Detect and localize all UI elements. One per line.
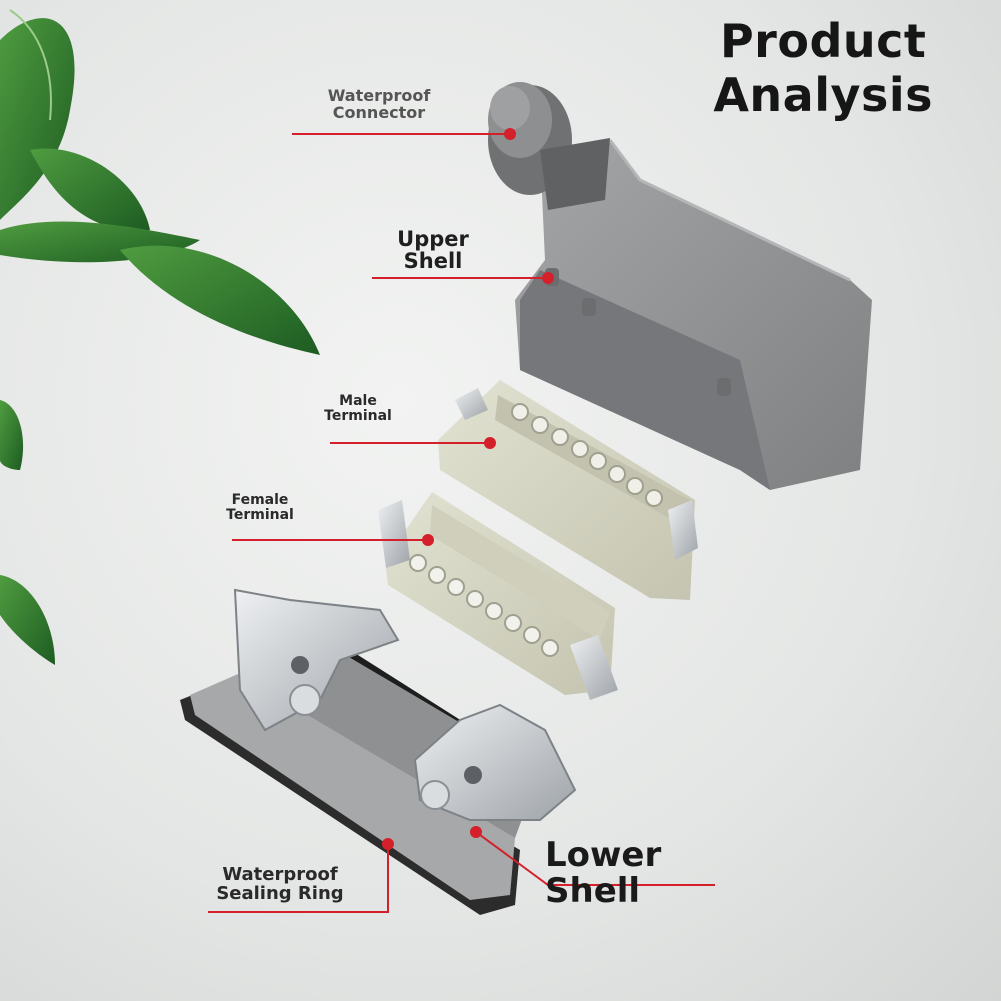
male-terminal-insert (438, 380, 698, 600)
label-line: Waterproof (327, 86, 431, 105)
waterproof-connector (488, 82, 610, 210)
label-line: Sealing Ring (216, 882, 344, 904)
label-line: Upper (397, 227, 469, 251)
title-line-1: Product (719, 14, 927, 68)
label-lower-shell: Lower Shell (545, 835, 662, 911)
label-line: Female (231, 492, 289, 508)
female-terminal-insert (378, 492, 618, 700)
label-line: Terminal (324, 407, 392, 424)
page-title: Product Analysis (713, 14, 933, 122)
leaf-icon (0, 9, 320, 665)
label-line: Male (339, 393, 377, 409)
label-waterproof-connector: Waterproof Connector (316, 86, 442, 122)
label-line: Terminal (226, 506, 294, 523)
label-male-terminal: Male Terminal (312, 394, 404, 423)
lower-shell (180, 588, 577, 915)
label-female-terminal: Female Terminal (220, 493, 300, 522)
label-line: Waterproof (222, 864, 338, 885)
leader-lines (208, 133, 715, 913)
label-waterproof-sealing-ring: Waterproof Sealing Ring (210, 864, 350, 904)
title-line-2: Analysis (713, 68, 933, 122)
upper-shell (515, 139, 872, 490)
label-line: Connector (332, 102, 426, 122)
leader-dots (382, 128, 554, 850)
label-line: Shell (403, 249, 463, 274)
label-upper-shell: Upper Shell (390, 228, 476, 272)
